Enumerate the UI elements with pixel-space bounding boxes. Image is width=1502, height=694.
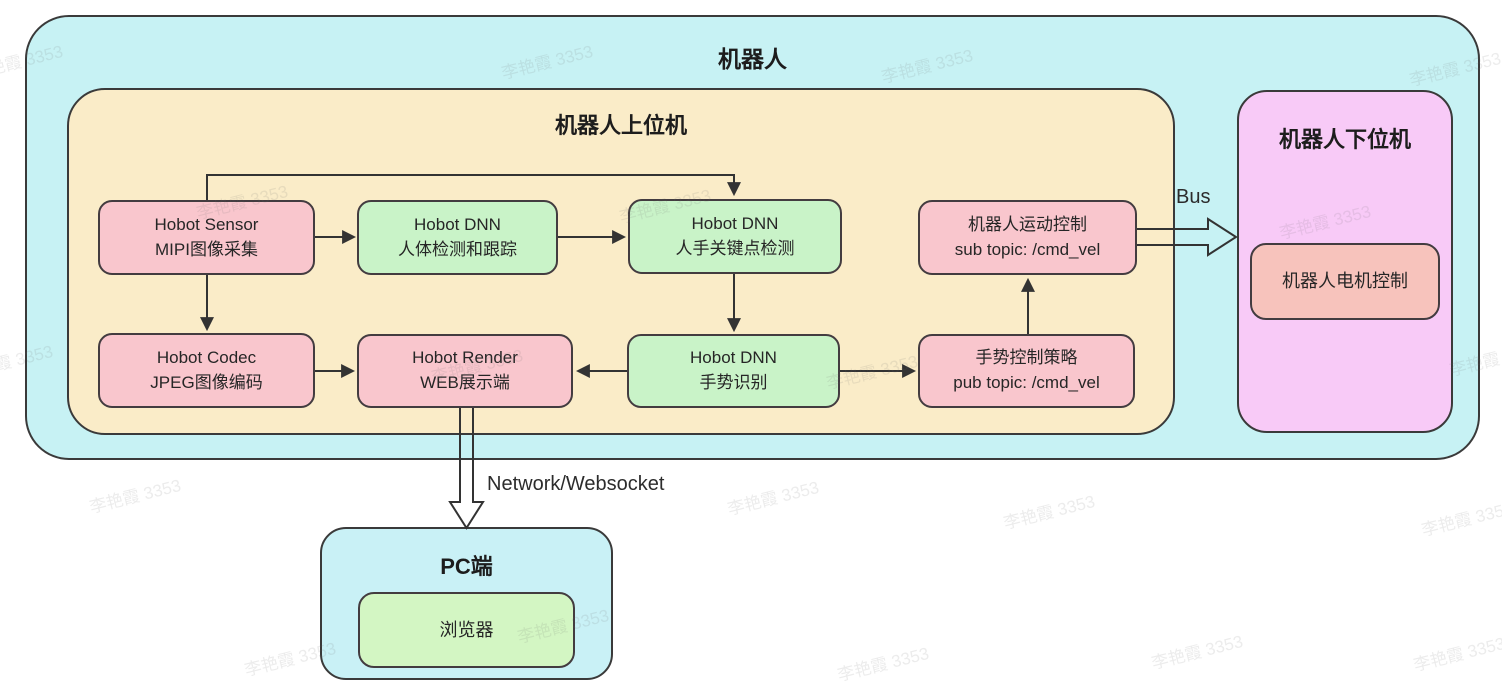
node-hobot-codec-line1: Hobot Codec [156, 347, 257, 367]
node-hobot-sensor-line2: MIPI图像采集 [155, 239, 258, 259]
node-body-detection: Hobot DNN 人体检测和跟踪 [357, 200, 558, 275]
node-motion-control-line1: 机器人运动控制 [968, 214, 1087, 234]
node-hand-keypoint: Hobot DNN 人手关键点检测 [628, 199, 842, 274]
node-hand-keypoint-line2: 人手关键点检测 [675, 238, 795, 258]
node-body-detection-line2: 人体检测和跟踪 [398, 239, 517, 259]
network-websocket-label: Network/Websocket [487, 473, 665, 495]
node-motor-control-label: 机器人电机控制 [1282, 271, 1408, 292]
node-browser: 浏览器 [358, 592, 575, 668]
node-hobot-sensor-line1: Hobot Sensor [154, 214, 259, 234]
node-motor-control: 机器人电机控制 [1250, 243, 1440, 320]
node-motion-control: 机器人运动控制 sub topic: /cmd_vel [918, 200, 1137, 275]
node-hobot-render: Hobot Render WEB展示端 [357, 334, 573, 408]
watermark-text: 李艳霞 3353 [725, 477, 821, 519]
node-gesture-recognition-line2: 手势识别 [699, 373, 768, 392]
node-gesture-strategy: 手势控制策略 pub topic: /cmd_vel [918, 334, 1135, 408]
watermark-text: 李艳霞 3353 [1149, 631, 1245, 673]
node-hobot-sensor: Hobot Sensor MIPI图像采集 [98, 200, 315, 275]
node-hand-keypoint-line1: Hobot DNN [691, 213, 779, 233]
watermark-text: 李艳霞 3353 [1419, 498, 1502, 540]
lower-computer-title: 机器人下位机 [1278, 127, 1411, 152]
node-gesture-strategy-line2: pub topic: /cmd_vel [953, 373, 1100, 392]
node-hobot-render-line2: WEB展示端 [420, 373, 510, 392]
node-gesture-recognition-line1: Hobot DNN [690, 348, 777, 368]
bus-label: Bus [1176, 186, 1211, 208]
node-browser-label: 浏览器 [439, 619, 494, 640]
watermark-text: 李艳霞 3353 [835, 643, 931, 685]
watermark-text: 李艳霞 3353 [1411, 633, 1502, 675]
node-gesture-recognition: Hobot DNN 手势识别 [627, 334, 840, 408]
node-hobot-codec-line2: JPEG图像编码 [150, 372, 263, 392]
watermark-text: 李艳霞 3353 [1001, 491, 1097, 533]
host-computer-title: 机器人上位机 [554, 113, 687, 138]
node-motion-control-line2: sub topic: /cmd_vel [954, 239, 1101, 259]
node-hobot-codec: Hobot Codec JPEG图像编码 [98, 333, 315, 408]
node-hobot-render-line1: Hobot Render [412, 348, 518, 368]
robot-title: 机器人 [718, 46, 787, 72]
node-body-detection-line1: Hobot DNN [414, 214, 501, 234]
node-gesture-strategy-line1: 手势控制策略 [975, 348, 1078, 368]
pc-title: PC端 [440, 554, 493, 579]
watermark-text: 李艳霞 3353 [87, 475, 183, 517]
